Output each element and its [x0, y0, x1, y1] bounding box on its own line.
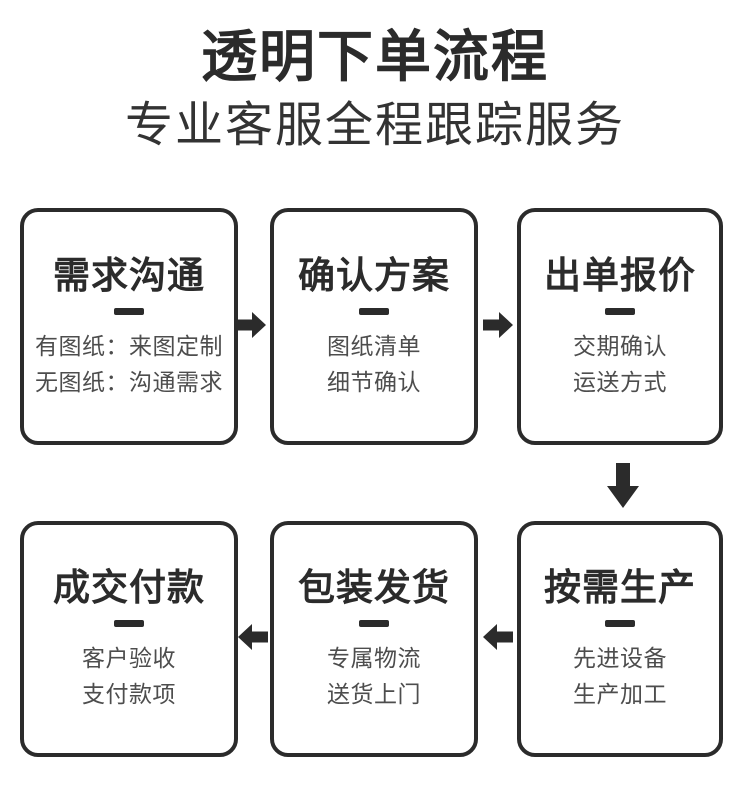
- divider-dash: [605, 307, 635, 315]
- divider-dash: [359, 307, 389, 315]
- step-box-production: 按需生产 先进设备 生产加工: [517, 521, 723, 757]
- step-detail-line: 有图纸：来图定制: [35, 332, 223, 359]
- step-detail-line: 细节确认: [327, 368, 421, 395]
- step-detail-line: 客户验收: [82, 645, 176, 671]
- step-detail-line: 先进设备: [573, 645, 667, 671]
- step-detail-line: 运送方式: [573, 368, 667, 395]
- step-box-confirm: 确认方案 图纸清单 细节确认: [270, 208, 478, 445]
- arrow-right-icon: [236, 312, 266, 338]
- divider-dash: [359, 620, 389, 627]
- step-box-shipping: 包装发货 专属物流 送货上门: [270, 521, 478, 757]
- step-detail-line: 送货上门: [327, 681, 421, 707]
- divider-dash: [114, 307, 144, 315]
- step-box-payment: 成交付款 客户验收 支付款项: [20, 521, 238, 757]
- page-title: 透明下单流程: [201, 25, 549, 88]
- step-detail-line: 图纸清单: [327, 332, 421, 359]
- step-box-quote: 出单报价 交期确认 运送方式: [517, 208, 723, 445]
- step-title-payment: 成交付款: [53, 567, 205, 608]
- divider-dash: [605, 620, 635, 627]
- step-title-confirm: 确认方案: [298, 254, 450, 296]
- step-box-demand: 需求沟通 有图纸：来图定制 无图纸：沟通需求: [20, 208, 238, 445]
- page-subtitle: 专业客服全程跟踪服务: [124, 99, 625, 152]
- arrow-down-icon: [607, 463, 639, 508]
- step-title-shipping: 包装发货: [298, 567, 450, 608]
- step-title-production: 按需生产: [544, 567, 696, 608]
- step-detail-line: 支付款项: [82, 681, 176, 707]
- step-detail-line: 无图纸：沟通需求: [35, 368, 223, 395]
- step-detail-line: 专属物流: [327, 645, 421, 671]
- divider-dash: [114, 620, 144, 627]
- step-title-quote: 出单报价: [544, 254, 696, 296]
- arrow-left-icon: [483, 624, 513, 650]
- arrow-left-icon: [238, 624, 268, 650]
- step-title-demand: 需求沟通: [53, 254, 205, 296]
- step-detail-line: 交期确认: [573, 332, 667, 359]
- arrow-right-icon: [483, 312, 513, 338]
- step-detail-line: 生产加工: [573, 681, 667, 707]
